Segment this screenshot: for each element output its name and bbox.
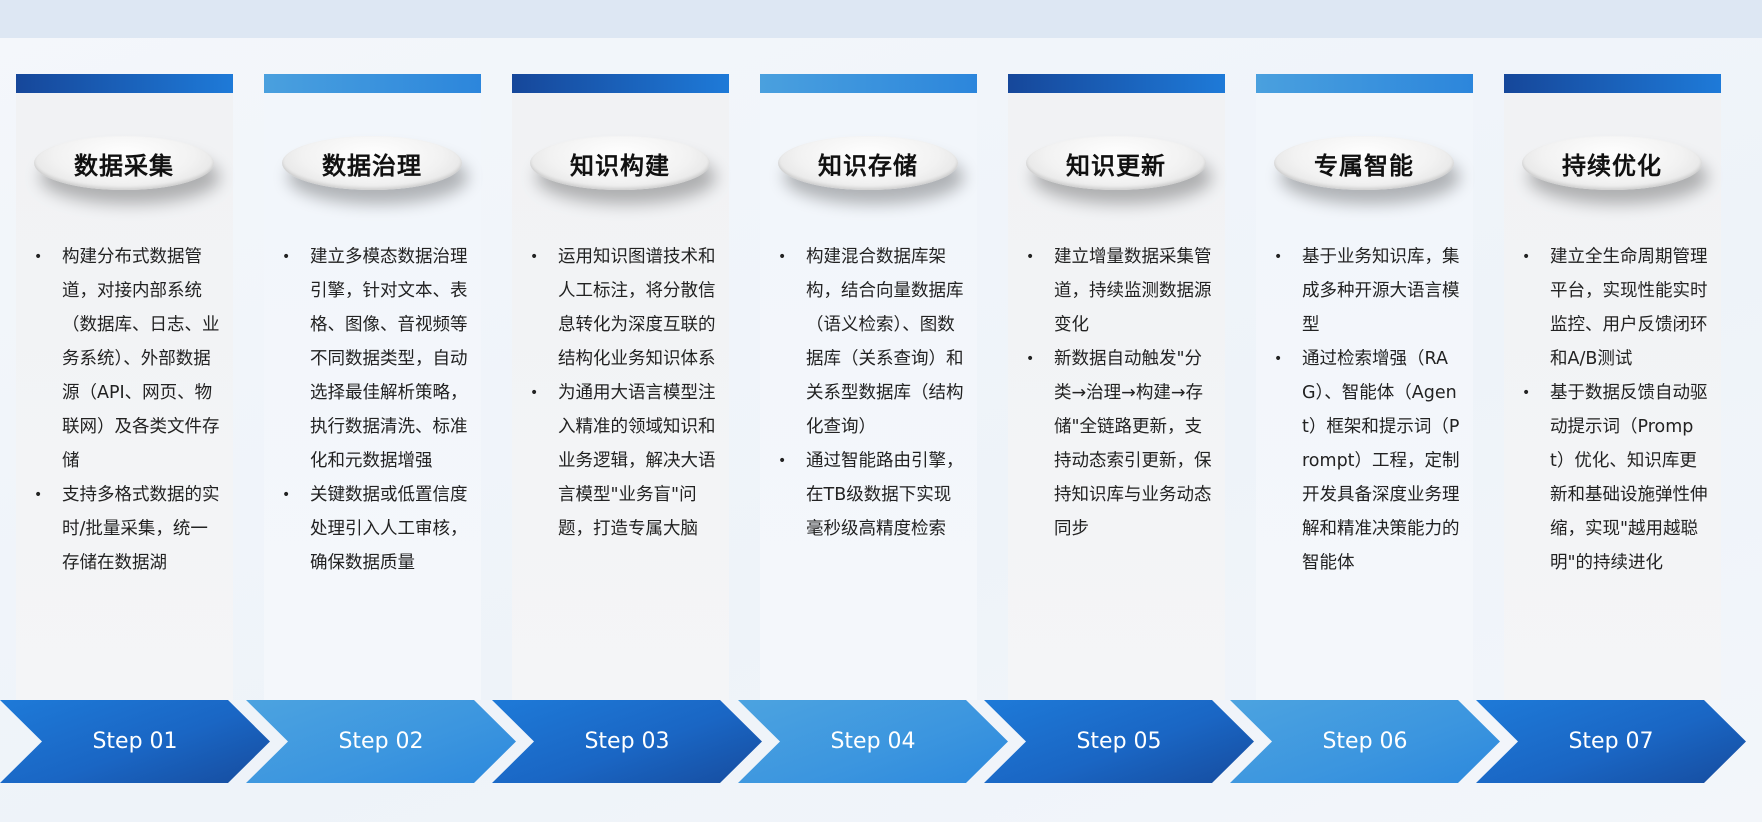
bullet-text: 基于数据反馈自动驱动提示词（Prompt）优化、知识库更新和基础设施弹性伸缩，实… <box>1550 383 1708 573</box>
step-arrow-5: Step 05 <box>984 700 1254 783</box>
list-item: • 通过检索增强（RAG）、智能体（Agent）框架和提示词（Prompt）工程，… <box>1274 342 1460 580</box>
column-panel <box>1256 93 1473 700</box>
bullet-list: • 建立多模态数据治理引擎，针对文本、表格、图像、音视频等不同数据类型，自动选择最… <box>282 240 472 580</box>
bullet-icon: • <box>282 249 291 265</box>
step-title: 知识构建 <box>570 151 670 180</box>
step-arrow-2: Step 02 <box>246 700 516 783</box>
step-column-1: 数据采集 • 构建分布式数据管道，对接内部系统（数据库、日志、业务系统）、外部数据源… <box>16 74 233 700</box>
bullet-text: 建立多模态数据治理引擎，针对文本、表格、图像、音视频等不同数据类型，自动选择最佳… <box>310 247 468 471</box>
title-badge: 数据治理 <box>282 136 462 190</box>
bullet-icon: • <box>530 385 539 401</box>
step-title: 知识更新 <box>1066 151 1166 180</box>
step-arrow-3: Step 03 <box>492 700 762 783</box>
list-item: • 支持多格式数据的实时/批量采集，统一存储在数据湖 <box>34 478 220 580</box>
list-item: • 关键数据或低置信度处理引入人工审核，确保数据质量 <box>282 478 468 580</box>
bullet-icon: • <box>530 249 539 265</box>
bullet-icon: • <box>778 249 787 265</box>
bullet-text: 运用知识图谱技术和人工标注，将分散信息转化为深度互联的结构化业务知识体系 <box>558 247 716 369</box>
header-bar <box>1504 74 1721 93</box>
bullet-icon: • <box>1522 249 1531 265</box>
header-bar <box>1256 74 1473 93</box>
step-column-4: 知识存储 • 构建混合数据库架构，结合向量数据库（语义检索）、图数据库（关系查询）和… <box>760 74 977 700</box>
list-item: • 通过智能路由引擎，在TB级数据下实现毫秒级高精度检索 <box>778 444 964 546</box>
bullet-icon: • <box>778 453 787 469</box>
bullet-text: 构建分布式数据管道，对接内部系统（数据库、日志、业务系统）、外部数据源（API、… <box>62 247 220 471</box>
title-badge: 持续优化 <box>1522 136 1702 190</box>
bullet-text: 基于业务知识库，集成多种开源大语言模型 <box>1302 247 1460 335</box>
bullet-icon: • <box>34 487 43 503</box>
list-item: • 基于数据反馈自动驱动提示词（Prompt）优化、知识库更新和基础设施弹性伸缩，… <box>1522 376 1708 580</box>
column-panel <box>760 93 977 700</box>
step-title: 知识存储 <box>818 151 918 180</box>
list-item: • 构建分布式数据管道，对接内部系统（数据库、日志、业务系统）、外部数据源（API… <box>34 240 220 478</box>
step-label: Step 05 <box>1076 729 1162 754</box>
step-title: 持续优化 <box>1562 151 1662 180</box>
bullet-text: 支持多格式数据的实时/批量采集，统一存储在数据湖 <box>62 485 220 573</box>
step-column-6: 专属智能 • 基于业务知识库，集成多种开源大语言模型 • 通过检索增强（RAG）、智能体… <box>1256 74 1473 700</box>
bullet-text: 新数据自动触发"分类→治理→构建→存储"全链路更新，支持动态索引更新，保持知识库… <box>1054 349 1212 539</box>
bullet-text: 关键数据或低置信度处理引入人工审核，确保数据质量 <box>310 485 468 573</box>
column-panel <box>264 93 481 700</box>
bullet-icon: • <box>1274 249 1283 265</box>
bullet-text: 建立增量数据采集管道，持续监测数据源变化 <box>1054 247 1212 335</box>
list-item: • 建立增量数据采集管道，持续监测数据源变化 <box>1026 240 1212 342</box>
title-badge: 数据采集 <box>34 136 214 190</box>
bullet-text: 通过智能路由引擎，在TB级数据下实现毫秒级高精度检索 <box>806 451 964 539</box>
header-bar <box>16 74 233 93</box>
title-badge: 知识存储 <box>778 136 958 190</box>
step-column-2: 数据治理 • 建立多模态数据治理引擎，针对文本、表格、图像、音视频等不同数据类型，自… <box>264 74 481 700</box>
column-panel <box>1504 93 1721 700</box>
list-item: • 建立全生命周期管理平台，实现性能实时监控、用户反馈闭环和A/B测试 <box>1522 240 1708 376</box>
header-bar <box>264 74 481 93</box>
bullet-icon: • <box>1026 249 1035 265</box>
step-arrow-7: Step 07 <box>1476 700 1746 783</box>
bullet-icon: • <box>1026 351 1035 367</box>
header-bar <box>512 74 729 93</box>
bullet-icon: • <box>34 249 43 265</box>
step-arrow-1: Step 01 <box>0 700 270 783</box>
step-column-3: 知识构建 • 运用知识图谱技术和人工标注，将分散信息转化为深度互联的结构化业务知识体… <box>512 74 729 700</box>
step-title: 数据采集 <box>74 151 174 180</box>
bullet-list: • 构建分布式数据管道，对接内部系统（数据库、日志、业务系统）、外部数据源（API… <box>34 240 224 580</box>
step-label: Step 04 <box>830 729 916 754</box>
step-arrow-6: Step 06 <box>1230 700 1500 783</box>
step-label: Step 07 <box>1568 729 1654 754</box>
header-bar <box>760 74 977 93</box>
column-panel <box>16 93 233 700</box>
column-panel <box>512 93 729 700</box>
bullet-icon: • <box>1274 351 1283 367</box>
bullet-list: • 建立增量数据采集管道，持续监测数据源变化 • 新数据自动触发"分类→治理→构建→存… <box>1026 240 1216 546</box>
list-item: • 基于业务知识库，集成多种开源大语言模型 <box>1274 240 1460 342</box>
step-label: Step 02 <box>338 729 424 754</box>
bullet-text: 构建混合数据库架构，结合向量数据库（语义检索）、图数据库（关系查询）和关系型数据… <box>806 247 964 437</box>
step-label: Step 06 <box>1322 729 1408 754</box>
bullet-text: 通过检索增强（RAG）、智能体（Agent）框架和提示词（Prompt）工程，定… <box>1302 349 1460 573</box>
step-label: Step 03 <box>584 729 670 754</box>
step-column-7: 持续优化 • 建立全生命周期管理平台，实现性能实时监控、用户反馈闭环和A/B测试 • 基… <box>1504 74 1721 700</box>
top-band <box>0 0 1762 38</box>
step-label: Step 01 <box>92 729 178 754</box>
header-bar <box>1008 74 1225 93</box>
step-arrow-4: Step 04 <box>738 700 1008 783</box>
bullet-list: • 建立全生命周期管理平台，实现性能实时监控、用户反馈闭环和A/B测试 • 基于数据反… <box>1522 240 1712 580</box>
list-item: • 新数据自动触发"分类→治理→构建→存储"全链路更新，支持动态索引更新，保持知识… <box>1026 342 1212 546</box>
bullet-list: • 基于业务知识库，集成多种开源大语言模型 • 通过检索增强（RAG）、智能体（Age… <box>1274 240 1464 580</box>
step-column-5: 知识更新 • 建立增量数据采集管道，持续监测数据源变化 • 新数据自动触发"分类→治理→… <box>1008 74 1225 700</box>
list-item: • 建立多模态数据治理引擎，针对文本、表格、图像、音视频等不同数据类型，自动选择最… <box>282 240 468 478</box>
bullet-icon: • <box>1522 385 1531 401</box>
title-badge: 知识构建 <box>530 136 710 190</box>
list-item: • 构建混合数据库架构，结合向量数据库（语义检索）、图数据库（关系查询）和关系型数… <box>778 240 964 444</box>
list-item: • 为通用大语言模型注入精准的领域知识和业务逻辑，解决大语言模型"业务盲"问题，打… <box>530 376 716 546</box>
list-item: • 运用知识图谱技术和人工标注，将分散信息转化为深度互联的结构化业务知识体系 <box>530 240 716 376</box>
step-title: 数据治理 <box>322 151 422 180</box>
title-badge: 知识更新 <box>1026 136 1206 190</box>
bullet-icon: • <box>282 487 291 503</box>
bullet-text: 建立全生命周期管理平台，实现性能实时监控、用户反馈闭环和A/B测试 <box>1550 247 1708 369</box>
title-badge: 专属智能 <box>1274 136 1454 190</box>
bullet-list: • 运用知识图谱技术和人工标注，将分散信息转化为深度互联的结构化业务知识体系 • 为通… <box>530 240 720 546</box>
column-panel <box>1008 93 1225 700</box>
bullet-list: • 构建混合数据库架构，结合向量数据库（语义检索）、图数据库（关系查询）和关系型数… <box>778 240 968 546</box>
bullet-text: 为通用大语言模型注入精准的领域知识和业务逻辑，解决大语言模型"业务盲"问题，打造… <box>558 383 716 539</box>
step-title: 专属智能 <box>1314 151 1414 180</box>
